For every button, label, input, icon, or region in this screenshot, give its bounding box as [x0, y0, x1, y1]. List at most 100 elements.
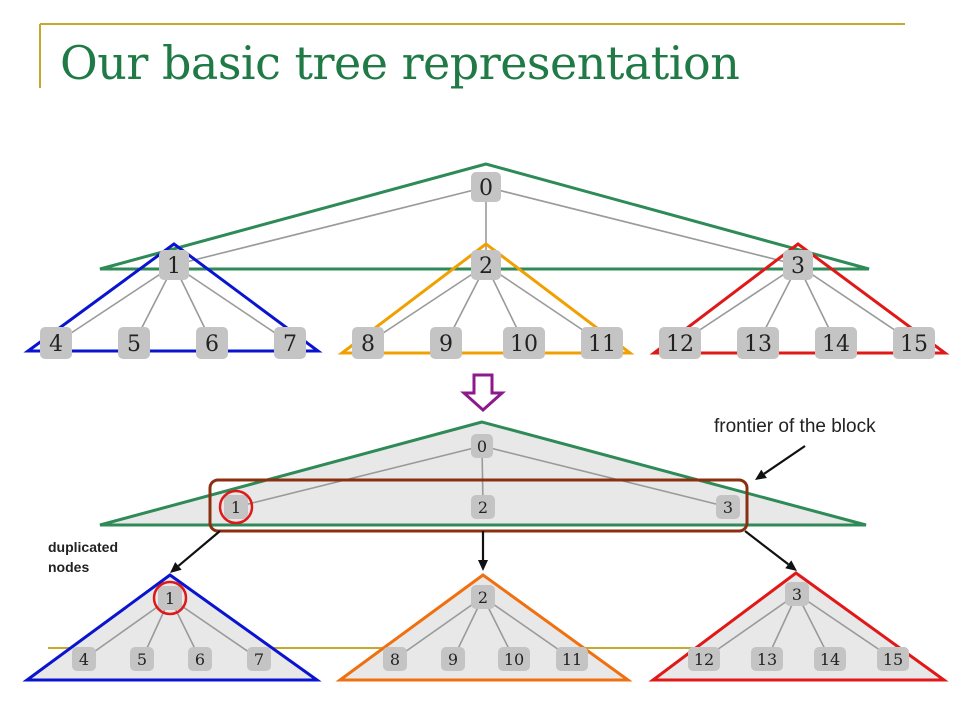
arrow-head	[170, 562, 182, 573]
block-shading	[27, 422, 944, 680]
node-box	[196, 327, 228, 359]
bottom-block-3-shade	[653, 573, 944, 680]
node-label: 8	[361, 332, 375, 357]
node-label: 4	[49, 332, 63, 357]
annotations: frontier of the block duplicated nodes	[48, 373, 876, 616]
node-label: 7	[254, 650, 264, 669]
node-box	[814, 647, 846, 671]
node-label: 15	[883, 650, 903, 669]
duplicated-node-circle	[218, 489, 254, 525]
node-box	[503, 327, 545, 359]
root-edge	[173, 186, 487, 266]
tree-node: 2	[471, 495, 495, 519]
tree-node: 14	[814, 647, 846, 671]
tree-node: 1	[159, 250, 189, 280]
node-box	[893, 327, 935, 359]
tree-node: 6	[196, 327, 228, 359]
node-box	[471, 585, 495, 609]
arrow-shaft	[744, 530, 789, 566]
duplicated-node-circle	[152, 580, 188, 616]
arrow-shaft	[177, 530, 221, 567]
node-label: 0	[477, 437, 487, 456]
node-box	[247, 647, 271, 671]
node-box	[556, 647, 588, 671]
node-box	[383, 647, 407, 671]
tree-node: 13	[737, 327, 779, 359]
node-label: 9	[448, 650, 458, 669]
frontier-block-outline	[208, 478, 749, 533]
node-label: 2	[478, 498, 488, 517]
node-label: 15	[900, 332, 928, 357]
node-label: 3	[723, 498, 733, 517]
leaf-edge	[482, 596, 573, 660]
node-box	[498, 647, 530, 671]
tree-node: 1	[158, 586, 182, 610]
node-box	[430, 327, 462, 359]
tree-node: 12	[688, 647, 720, 671]
node-box	[471, 434, 493, 458]
node-label: 8	[390, 650, 400, 669]
node-box	[471, 250, 501, 280]
node-label: 10	[504, 650, 524, 669]
node-box	[130, 647, 154, 671]
node-label: 3	[791, 254, 805, 279]
tree-node: 7	[247, 647, 271, 671]
tree-node: 3	[785, 582, 809, 606]
node-label: 3	[792, 585, 802, 604]
frontier-to-block-2-arrow	[478, 531, 488, 571]
node-label: 1	[167, 254, 181, 279]
tree-node: 2	[471, 250, 501, 280]
node-box	[815, 327, 857, 359]
duplicated-label-line1: duplicated	[48, 539, 118, 555]
tree-node: 15	[877, 647, 909, 671]
node-label: 2	[478, 588, 488, 607]
node-label: 6	[195, 650, 205, 669]
node-label: 5	[127, 332, 141, 357]
node-label: 2	[479, 254, 493, 279]
node-label: 13	[757, 650, 777, 669]
node-label: 0	[479, 176, 493, 201]
duplicated-label-line2: nodes	[48, 559, 89, 575]
node-box	[159, 250, 189, 280]
tree-node: 0	[471, 172, 501, 202]
arrow-head	[755, 469, 767, 480]
bottom-block-1-triangle	[22, 573, 322, 682]
node-box	[737, 327, 779, 359]
frontier-label: frontier of the block	[714, 416, 876, 437]
bottom-block-1-shade	[27, 575, 317, 680]
tree-node: 6	[188, 647, 212, 671]
tree-node: 5	[130, 647, 154, 671]
root-edge	[235, 445, 483, 508]
tree-node: 3	[783, 250, 813, 280]
frontier-to-block-3-arrow	[744, 530, 797, 571]
leaf-edge	[367, 264, 487, 344]
tree-node: 9	[441, 647, 465, 671]
down-arrow-icon	[460, 373, 506, 413]
node-box	[688, 647, 720, 671]
frontier-to-block-1-arrow	[170, 530, 221, 573]
tree-node: 4	[40, 327, 72, 359]
node-box	[72, 647, 96, 671]
top-block-1-triangle	[23, 242, 323, 353]
tree-node: 14	[815, 327, 857, 359]
node-label: 6	[205, 332, 219, 357]
node-label: 1	[231, 498, 241, 517]
bottom-block-root-triangle	[99, 420, 867, 527]
tree-node: 12	[659, 327, 701, 359]
node-label: 12	[694, 650, 714, 669]
node-label: 9	[439, 332, 453, 357]
leaf-edge	[173, 264, 291, 344]
tree-node: 9	[430, 327, 462, 359]
node-label: 5	[137, 650, 147, 669]
node-label: 1	[165, 589, 175, 608]
tree-node: 3	[716, 495, 740, 519]
node-label: 13	[744, 332, 772, 357]
arrow-head	[478, 560, 488, 571]
arrow-head	[785, 560, 797, 571]
node-box	[751, 647, 783, 671]
node-box	[224, 495, 248, 519]
node-label: 14	[820, 650, 840, 669]
node-label: 11	[562, 650, 582, 669]
